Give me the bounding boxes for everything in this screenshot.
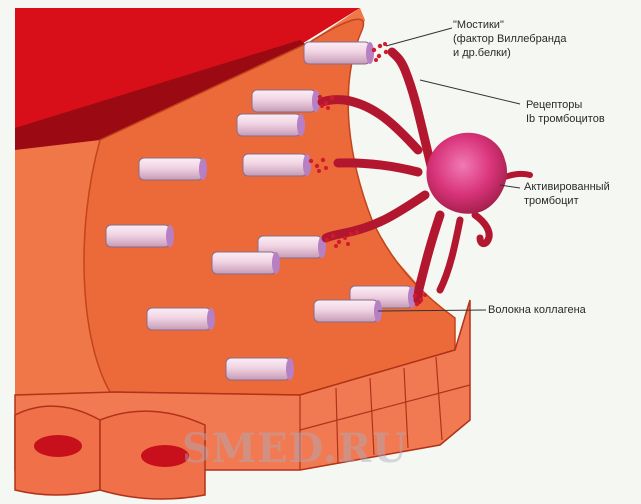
collagen-fiber bbox=[237, 114, 305, 136]
collagen-fiber bbox=[226, 358, 294, 380]
collagen-fiber bbox=[314, 300, 382, 322]
nucleus bbox=[34, 435, 82, 457]
label-bridges-line2: (фактор Виллебранда bbox=[453, 32, 566, 46]
collagen-fiber bbox=[304, 42, 374, 64]
label-bridges-line3: и др.белки) bbox=[453, 46, 511, 60]
activated-platelet bbox=[426, 133, 507, 214]
label-collagen: Волокна коллагена bbox=[488, 303, 586, 317]
label-bridges-line1: "Мостики" bbox=[453, 18, 504, 32]
label-platelet-line1: Активированный bbox=[524, 180, 610, 194]
label-receptors-line2: Ib тромбоцитов bbox=[526, 112, 605, 126]
watermark: SMED.RU bbox=[182, 425, 408, 472]
collagen-fiber bbox=[212, 252, 280, 274]
endothelial-cells bbox=[15, 406, 205, 499]
collagen-fiber bbox=[252, 90, 320, 112]
label-platelet-line2: тромбоцит bbox=[524, 194, 579, 208]
collagen-fiber bbox=[106, 225, 174, 247]
label-receptors-line1: Рецепторы bbox=[526, 98, 582, 112]
collagen-fiber bbox=[243, 154, 311, 176]
collagen-fiber bbox=[147, 308, 215, 330]
collagen-fiber bbox=[139, 158, 207, 180]
